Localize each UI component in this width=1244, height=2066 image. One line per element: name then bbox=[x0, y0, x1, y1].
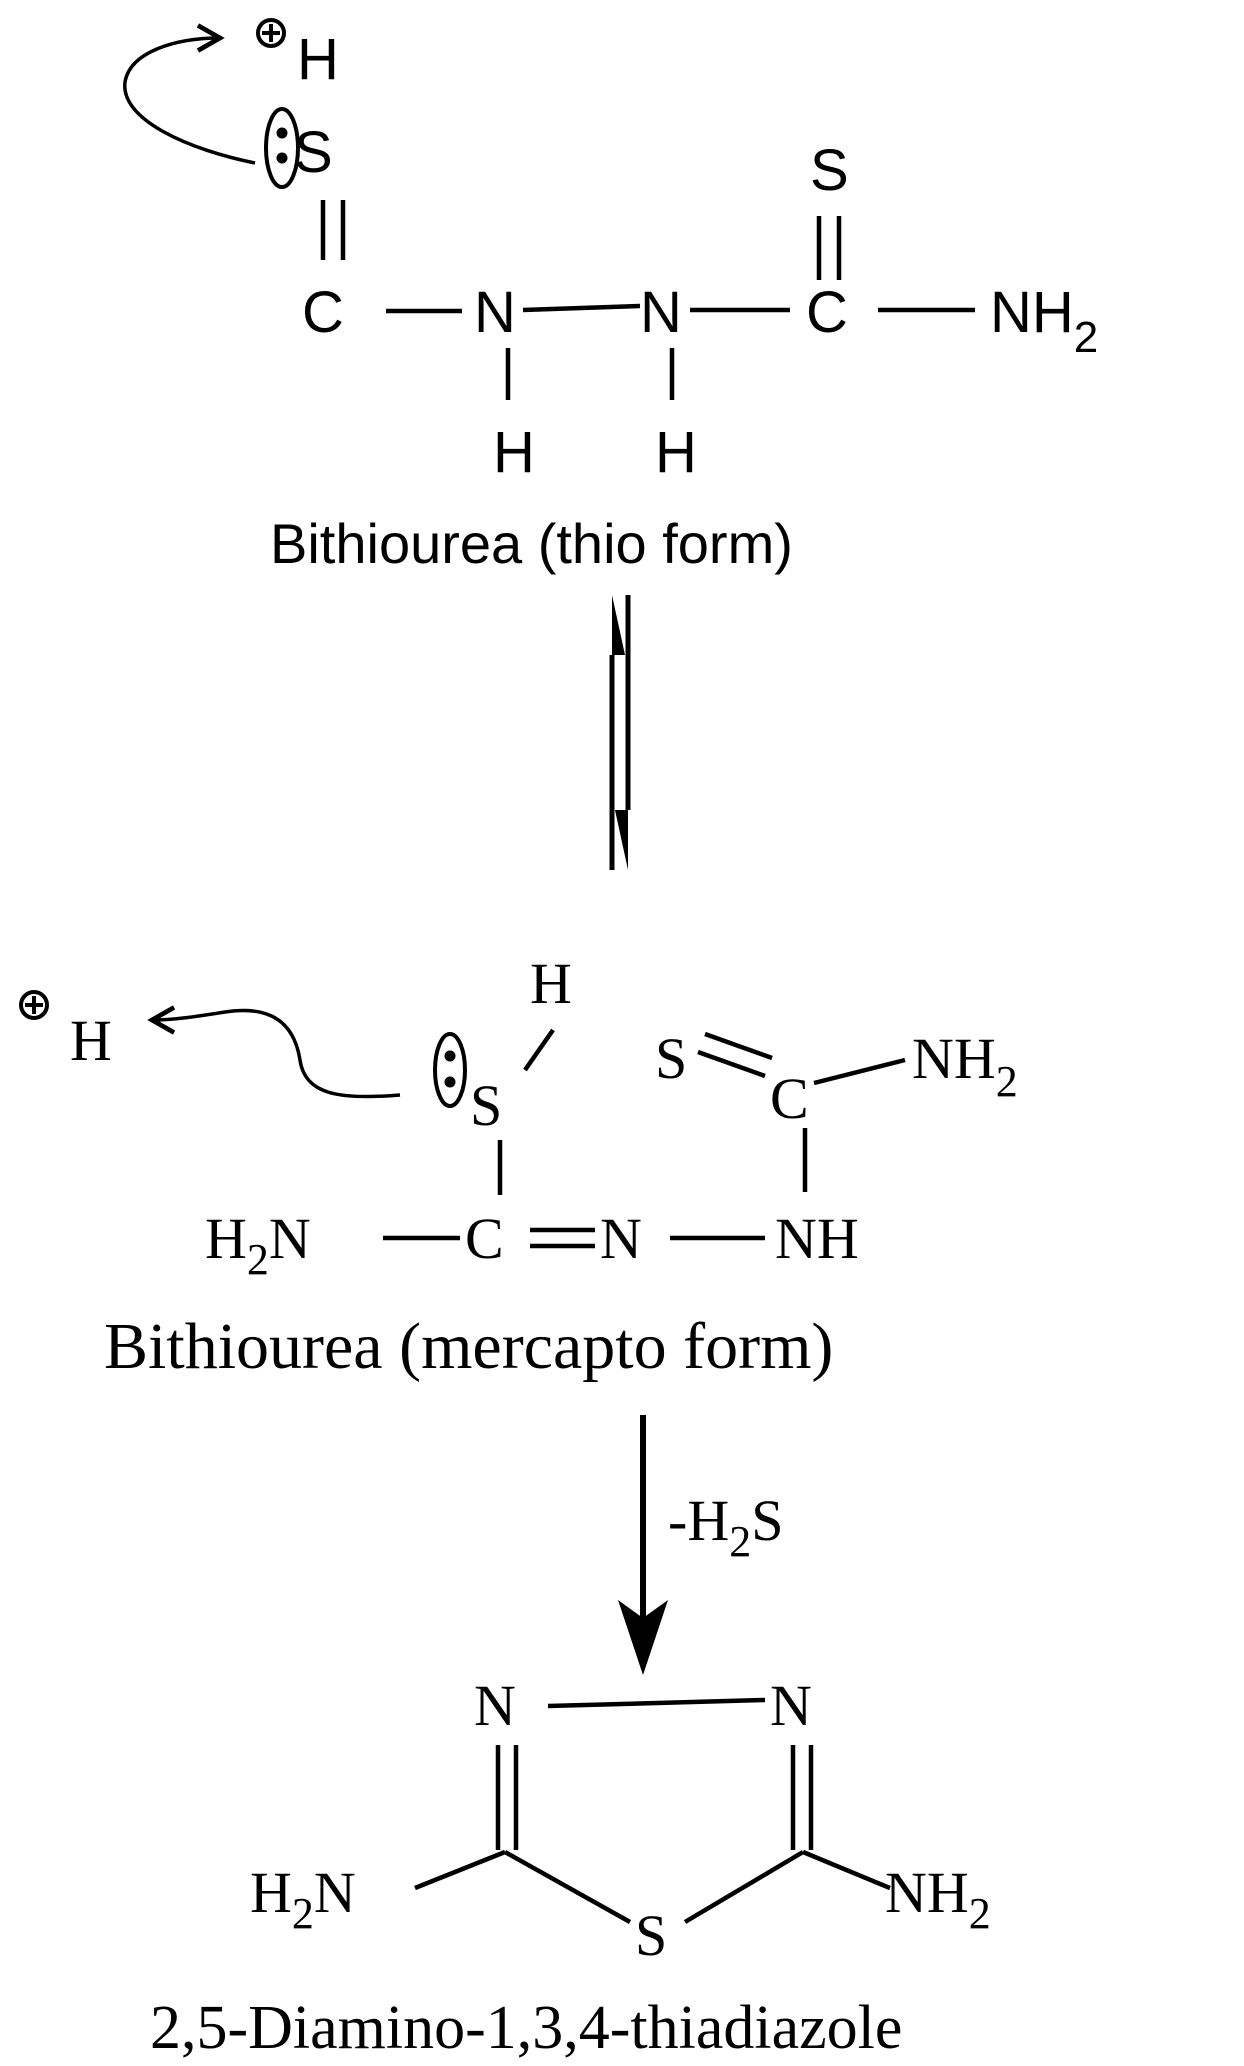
thio-form-caption: Bithiourea (thio form) bbox=[270, 512, 793, 575]
double-bond bbox=[697, 1049, 766, 1079]
thiol-s-atom: S bbox=[470, 1073, 502, 1138]
amine-group: NH2 bbox=[912, 1026, 1018, 1106]
plus-charge-icon bbox=[19, 990, 49, 1020]
product-caption: 2,5-Diamino-1,3,4-thiadiazole bbox=[150, 1994, 902, 2062]
lone-pair-icon bbox=[264, 107, 300, 189]
single-bond bbox=[802, 1849, 891, 1891]
curved-arrow-icon bbox=[147, 1005, 401, 1099]
n-n-bond bbox=[547, 1697, 766, 1709]
mercapto-form-caption: Bithiourea (mercapto form) bbox=[104, 1310, 833, 1383]
proton-h-atom: H bbox=[297, 27, 339, 92]
single-bond bbox=[813, 1057, 906, 1086]
plus-charge-icon bbox=[256, 18, 286, 48]
c-s-bond bbox=[503, 1850, 632, 1924]
lone-pair-icon bbox=[433, 1032, 467, 1108]
reagent-label: -H2S bbox=[668, 1488, 783, 1566]
carbon-atom: C bbox=[806, 280, 848, 345]
single-bond bbox=[414, 1849, 506, 1891]
nitrogen-atom: N bbox=[640, 280, 682, 345]
amine-group: H2N bbox=[250, 1860, 356, 1938]
curved-arrow-icon bbox=[123, 23, 256, 165]
carbon-atom: C bbox=[465, 1206, 504, 1271]
thione-s-atom: S bbox=[294, 120, 333, 185]
amine-group: NH2 bbox=[990, 280, 1098, 362]
amine-group: NH2 bbox=[885, 1860, 991, 1938]
equilibrium-arrows-icon bbox=[609, 595, 631, 870]
proton-h-atom: H bbox=[70, 1008, 112, 1073]
reaction-arrow-icon bbox=[618, 1415, 668, 1675]
s-h-bond bbox=[523, 1028, 555, 1072]
thione-s-atom: S bbox=[810, 138, 849, 203]
amine-group: H2N bbox=[205, 1206, 311, 1284]
thio-form: H S C N N S C NH2 H H Bithiourea (thio f… bbox=[123, 18, 1098, 575]
thione-s-atom: S bbox=[655, 1026, 687, 1091]
hydrogen-atom: H bbox=[493, 420, 535, 485]
imine-n-atom: N bbox=[600, 1206, 642, 1271]
ring-s-atom: S bbox=[635, 1903, 667, 1968]
thiol-h-atom: H bbox=[530, 951, 572, 1016]
nitrogen-atom: N bbox=[474, 280, 516, 345]
carbon-atom: C bbox=[302, 280, 344, 345]
ring-n-atom: N bbox=[770, 1673, 812, 1738]
mercapto-form: H S H S C NH2 H2N C N NH Bithiourea (mer… bbox=[19, 951, 1018, 1383]
hydrogen-atom: H bbox=[655, 420, 697, 485]
nh-group: NH bbox=[775, 1206, 859, 1271]
thiadiazole-product: N N S H2N NH2 2,5-Diamino-1,3,4-thiadiaz… bbox=[150, 1673, 991, 2062]
n-n-bond bbox=[522, 303, 641, 313]
c-s-bond bbox=[683, 1850, 805, 1924]
carbon-atom: C bbox=[770, 1066, 809, 1131]
ring-n-atom: N bbox=[474, 1673, 516, 1738]
